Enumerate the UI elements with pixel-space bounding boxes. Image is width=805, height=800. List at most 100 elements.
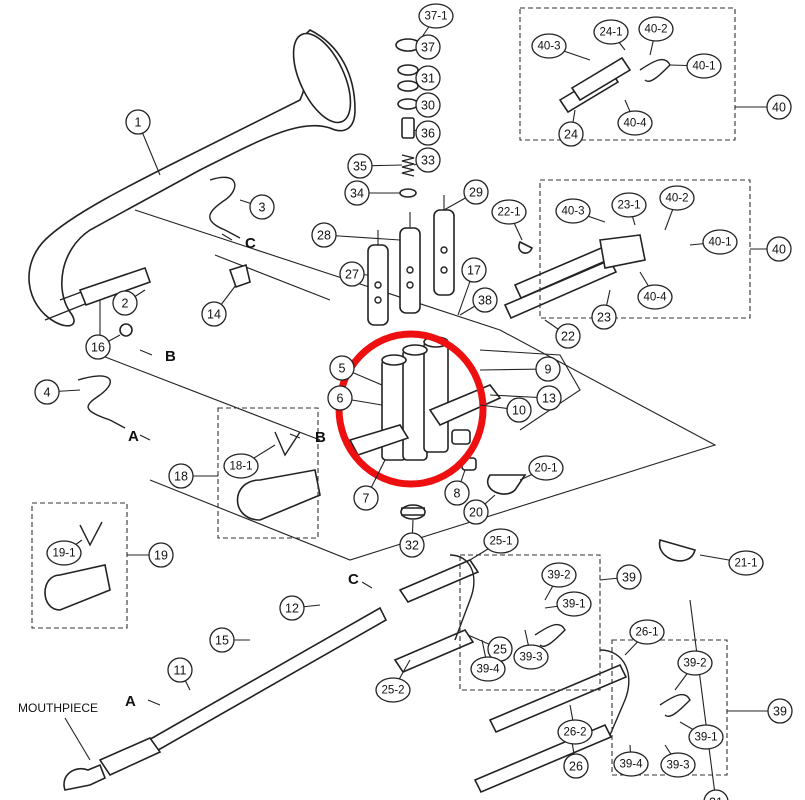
callout-label: 16: [91, 341, 105, 355]
callout-33: 33: [415, 147, 441, 173]
callout-label: 9: [545, 363, 552, 377]
callout-label: 26-2: [563, 727, 586, 739]
callout-circle: [616, 564, 642, 590]
callout-circle: [415, 147, 441, 173]
callout-label: 17: [467, 264, 481, 278]
valve-cap-stack: [395, 38, 421, 198]
callout-3: 3: [249, 194, 275, 220]
callout-circle: [34, 379, 60, 405]
callout-20: 20: [463, 499, 489, 525]
callout-circle: [558, 121, 584, 147]
callout-label: 7: [363, 492, 370, 506]
callout-circle: [201, 301, 227, 327]
connector-letter-c-2: C: [348, 571, 359, 588]
callout-label: 32: [405, 539, 419, 553]
callout-circle: [483, 528, 519, 554]
callout-29: 29: [463, 179, 489, 205]
callout-21-1: 21-1: [728, 550, 764, 576]
callout-31: 31: [415, 65, 441, 91]
callout-label: 21: [709, 796, 723, 800]
callout-circle: [344, 180, 370, 206]
callout-10: 10: [506, 397, 532, 423]
callout-label: 13: [542, 392, 556, 406]
callout-28: 28: [311, 222, 337, 248]
callout-label: 40: [772, 243, 786, 257]
callout-22: 22: [555, 323, 581, 349]
callout-label: 36: [421, 127, 435, 141]
callout-label: 1: [135, 116, 142, 130]
callout-36: 36: [415, 120, 441, 146]
main-slide: [63, 554, 691, 794]
crooks-and-braces: [44, 176, 696, 611]
callout-13: 13: [536, 385, 562, 411]
connector-letters: A A B B C C: [125, 233, 373, 710]
callout-26: 26: [563, 753, 589, 779]
callout-circle: [209, 627, 235, 653]
callout-circle: [506, 397, 532, 423]
callout-circle: [125, 109, 151, 135]
tuning-slide: [503, 234, 646, 320]
callout-circle: [415, 120, 441, 146]
callout-circle: [629, 619, 665, 645]
connector-letter-b-2: B: [315, 429, 326, 446]
callout-37: 37: [415, 34, 441, 60]
connector-letter-b: B: [165, 348, 176, 365]
callout-label: 24: [564, 128, 578, 142]
callout-label: 31: [421, 72, 435, 86]
callout-6: 6: [327, 385, 353, 411]
callout-22-1: 22-1: [491, 199, 527, 225]
callout-label: 39: [773, 705, 787, 719]
callout-label: 22: [561, 330, 575, 344]
callout-circle: [766, 94, 792, 120]
callout-11: 11: [167, 657, 193, 683]
callout-circle: [339, 261, 365, 287]
callout-label: 20: [469, 506, 483, 520]
valve-stems: [367, 195, 455, 326]
callout-37-1: 37-1: [418, 3, 454, 29]
callout-circle: [613, 751, 649, 777]
callout-40-3: 40-3: [531, 33, 567, 59]
callout-circle: [249, 194, 275, 220]
callout-circle: [659, 185, 695, 211]
callout-label: 39-2: [547, 570, 570, 582]
callout-label: 15: [215, 634, 229, 648]
callout-circle: [399, 532, 425, 558]
callout-label: 26: [569, 760, 583, 774]
callout-circle: [463, 179, 489, 205]
callout-circle: [660, 752, 696, 778]
callout-circle: [535, 356, 561, 382]
mouthpiece-label: MOUTHPIECE: [18, 701, 98, 715]
callout-circle: [557, 719, 593, 745]
callout-circle: [444, 480, 470, 506]
callout-circle: [531, 33, 567, 59]
callout-label: 40: [772, 101, 786, 115]
callout-circle: [461, 257, 487, 283]
callout-label: 40-4: [643, 292, 667, 304]
callout-label: 22-1: [497, 207, 520, 219]
callout-circle: [593, 19, 629, 45]
callout-39-2: 39-2: [541, 562, 577, 588]
callout-40-1: 40-1: [686, 53, 722, 79]
callout-label: 20-1: [534, 463, 557, 475]
callout-label: 3: [259, 201, 266, 215]
callout-39-2: 39-2: [677, 650, 713, 676]
callout-circle: [541, 562, 577, 588]
callout-19-1: 19-1: [46, 540, 82, 566]
callout-circle: [463, 499, 489, 525]
callout-circle: [311, 222, 337, 248]
callout-label: 39-4: [619, 759, 643, 771]
callout-circle: [470, 656, 506, 682]
callout-circle: [85, 334, 111, 360]
callout-circle: [329, 355, 355, 381]
callout-circle: [418, 3, 454, 29]
callout-circle: [591, 304, 617, 330]
callout-39-4: 39-4: [613, 751, 649, 777]
callout-label: 39-3: [666, 760, 689, 772]
callout-40: 40: [766, 236, 792, 262]
callout-label: 29: [469, 186, 483, 200]
callout-label: 40-3: [561, 206, 584, 218]
callout-15: 15: [209, 627, 235, 653]
callout-circle: [555, 198, 591, 224]
callout-label: 39-1: [694, 732, 717, 744]
